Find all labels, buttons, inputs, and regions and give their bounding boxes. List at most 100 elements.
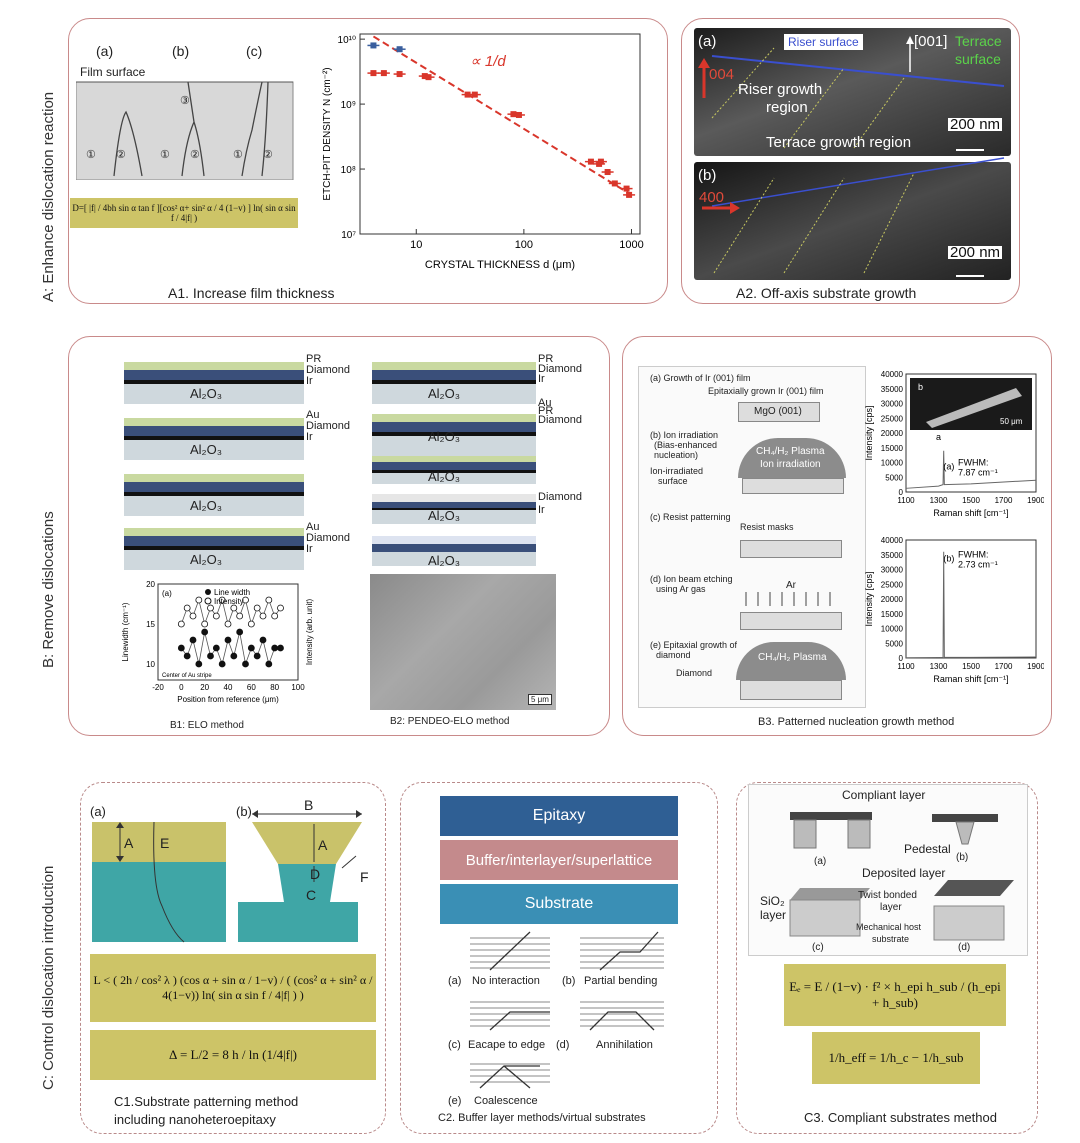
- b2-caption: B2: PENDEO-ELO method: [390, 716, 510, 727]
- b3-plasma-2: [736, 642, 846, 680]
- row-label-b: B: Remove dislocations: [40, 511, 57, 668]
- a1-annotation: ∝ 1/d: [470, 53, 506, 70]
- b1-s2-l2: Diamond: [306, 420, 351, 432]
- a1-marker-2: ②: [116, 149, 126, 161]
- b3-raman-b-y-tick-label: 5000: [885, 639, 903, 648]
- a1-x-tick-label: 1000: [619, 239, 643, 251]
- b2-s1-l1: PR: [538, 353, 554, 365]
- c2-layer-substrate: Substrate: [440, 884, 678, 924]
- row-label-a: A: Enhance dislocation reaction: [40, 91, 57, 302]
- b1-data-point: [177, 620, 185, 628]
- a2-overlay-lines: [698, 36, 1005, 277]
- b2-stack-2: [372, 414, 536, 456]
- c1-A: A: [124, 835, 134, 851]
- a2-label-b: (b): [698, 167, 717, 184]
- b2-stack-5: [372, 536, 536, 566]
- b3-raman-b-x-tick-label: 1500: [962, 662, 980, 671]
- b1-data-point: [195, 596, 203, 604]
- b3-raman-a-y-tick-label: 15000: [881, 444, 904, 453]
- b3-epitaxial: Epitaxially grown Ir (001) film: [708, 386, 824, 396]
- panel-b3: [622, 336, 1052, 736]
- a1-marker-3: ③: [180, 95, 190, 107]
- b1-data-point: [253, 652, 261, 660]
- b1-sub-3: Al₂O₃: [190, 498, 223, 513]
- b3-diamond: Diamond: [676, 668, 713, 678]
- b1-s4-l3: Ir: [306, 543, 313, 555]
- c2-case-a-text: No interaction: [472, 975, 540, 987]
- b1-data-point: [271, 644, 279, 652]
- b3-mgo: MgO (001): [754, 406, 802, 417]
- a1-marker-2b: ②: [190, 149, 200, 161]
- a1-film-surface: Film surface: [80, 65, 146, 79]
- b1-sub-4: Al₂O₃: [190, 552, 223, 567]
- b1-data-point: [224, 620, 232, 628]
- a1-marker-2c: ②: [263, 149, 273, 161]
- b2-s2-l2: PR: [538, 405, 554, 417]
- b1-data-point: [242, 596, 249, 604]
- c1-a-label: (a): [90, 804, 106, 819]
- b3-plasma1: CH₄/H₂ Plasma: [756, 446, 825, 457]
- b1-s4-l2: Diamond: [306, 532, 351, 544]
- a2-vec-a: 004: [709, 66, 735, 83]
- a1-marker-1b: ①: [160, 149, 170, 161]
- b1-s2-l3: Ir: [306, 431, 313, 443]
- c3-deposited: Deposited layer: [862, 866, 946, 880]
- b2-sub-4: Al₂O₃: [428, 508, 461, 523]
- b3-surface2: surface: [658, 476, 688, 486]
- c3-caption: C3. Compliant substrates method: [804, 1110, 997, 1125]
- b1-stack-1: [124, 362, 304, 404]
- b1-s1-l2: Diamond: [306, 364, 351, 376]
- b1-data-point: [247, 644, 255, 652]
- a2-direction: [001]: [914, 33, 948, 50]
- c3-mech-2: substrate: [872, 934, 910, 944]
- c3-sub-c: (c): [812, 942, 824, 953]
- c2-case-c-text: Eacape to edge: [468, 1039, 546, 1051]
- panel-a2: [681, 18, 1020, 304]
- b1-s2-l1: Au: [306, 409, 320, 421]
- b2-sub-3: Al₂O₃: [428, 469, 461, 484]
- a1-x-tick-label: 100: [515, 239, 533, 251]
- a1-plot-frame: [359, 33, 641, 235]
- a2-riser-region-1: Riser growth: [738, 81, 823, 98]
- b3-raman-a-x-tick-label: 1700: [995, 496, 1013, 505]
- b3-raman-a-x-tick-label: 1300: [930, 496, 948, 505]
- b2-sub-2: Al₂O₃: [428, 429, 461, 444]
- a2-terrace-surface-2: surface: [955, 51, 1001, 67]
- a2-riser-surface: Riser surface: [784, 34, 863, 50]
- b1-panel-label: (a): [162, 589, 172, 598]
- b3-raman-a-x-tick-label: 1100: [897, 496, 915, 505]
- c1-A2: A: [318, 837, 328, 853]
- b2-sub-1: Al₂O₃: [428, 386, 461, 401]
- b3-caption: B3. Patterned nucleation growth method: [758, 716, 955, 728]
- c3-sub-b: (b): [956, 852, 969, 863]
- c1-E: E: [160, 835, 170, 851]
- b2-s2-l3: Diamond: [538, 414, 583, 426]
- c1-F: F: [360, 869, 369, 885]
- a1-sub-a: (a): [96, 43, 114, 59]
- a1-marker-1: ①: [86, 149, 96, 161]
- b3-raman-a-y-tick-label: 0: [899, 488, 904, 497]
- b3-raman-a-panel-label: (a): [943, 461, 954, 471]
- b3-raman-b-x-tick-label: 1700: [995, 662, 1013, 671]
- a2-caption: A2. Off-axis substrate growth: [736, 285, 917, 301]
- b3-step-d: (d) Ion beam etching: [650, 574, 733, 584]
- b3-step-c: (c) Resist patterning: [650, 512, 731, 522]
- panel-a1: [68, 18, 668, 304]
- b2-stack-3: [372, 456, 536, 484]
- b1-y-tick-label: 20: [146, 580, 155, 589]
- a1-x-label: CRYSTAL THICKNESS d (μm): [425, 259, 575, 271]
- c1-D: D: [310, 866, 321, 882]
- b3-raman-a-y-tick-label: 10000: [881, 459, 904, 468]
- b3-raman-b-y-tick-label: 10000: [881, 625, 904, 634]
- c1-caption-1: C1.Substrate patterning method: [114, 1094, 299, 1109]
- b3-raman-a-inset-b: b: [918, 382, 923, 392]
- b3-step-e: (e) Epitaxial growth of: [650, 640, 738, 650]
- b3-raman-a-inset-crystal: [926, 388, 1022, 428]
- panel-b1b2: [68, 336, 610, 736]
- b1-data-point: [224, 636, 232, 644]
- panel-c3: [736, 782, 1038, 1134]
- a1-fit-line: [372, 35, 633, 196]
- b3-mask-block: [740, 540, 842, 558]
